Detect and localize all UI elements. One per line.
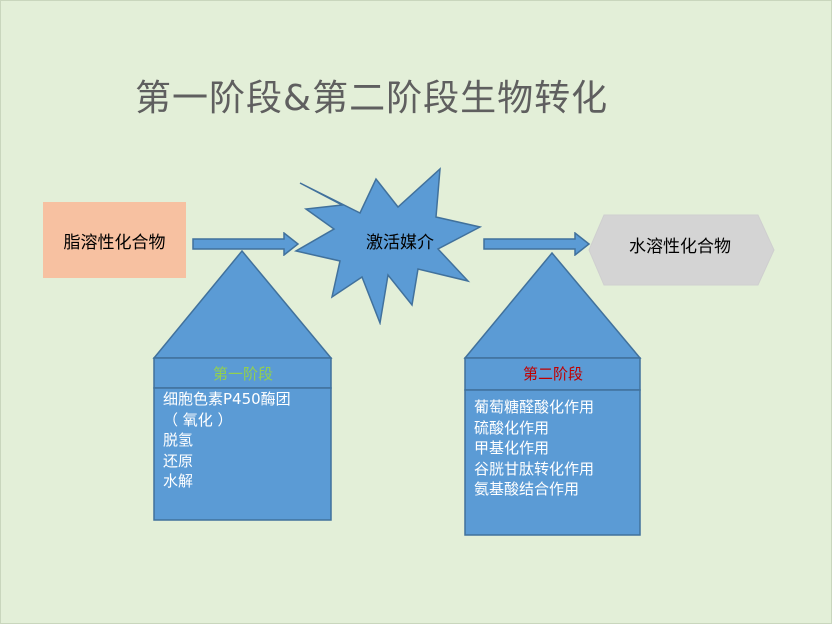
water-soluble-hexagon <box>588 214 775 286</box>
phase2-item: 葡萄糖醛酸化作用 <box>474 398 595 416</box>
phase1-item: 细胞色素P450酶团 <box>163 390 291 408</box>
phase2-heading: 第二阶段 <box>522 365 583 383</box>
phase2-house-shape <box>463 252 642 536</box>
phase1-item-list: 细胞色素P450酶团 （ 氧化 ） 脱氢 还原 水解 <box>163 389 328 492</box>
slide-title: 第一阶段&第二阶段生物转化 <box>135 78 609 119</box>
water-soluble-label: 水溶性化合物 <box>629 237 731 257</box>
phase2-item-list: 葡萄糖醛酸化作用 硫酸化作用 甲基化作用 谷胱甘肽转化作用 氨基酸结合作用 <box>474 397 638 500</box>
phase1-house-shape <box>152 250 333 521</box>
phase1-item: 还原 <box>163 451 194 470</box>
fat-soluble-compound-box: 脂溶性化合物 <box>43 202 186 278</box>
phase1-item: 水解 <box>163 472 194 490</box>
phase1-item: （ 氧化 ） <box>163 410 233 429</box>
phase1-item: 脱氢 <box>163 431 194 449</box>
activated-mediator-burst <box>293 167 482 325</box>
activated-mediator-label: 激活媒介 <box>366 233 434 253</box>
phase2-item: 甲基化作用 <box>474 439 550 457</box>
phase2-item: 谷胱甘肽转化作用 <box>474 459 595 478</box>
arrow-to-water-soluble <box>483 232 591 256</box>
phase2-item: 氨基酸结合作用 <box>474 480 580 498</box>
phase2-item: 硫酸化作用 <box>474 418 550 437</box>
fat-soluble-label: 脂溶性化合物 <box>63 232 166 253</box>
arrow-to-mediator <box>192 232 300 256</box>
phase1-heading: 第一阶段 <box>212 365 273 383</box>
